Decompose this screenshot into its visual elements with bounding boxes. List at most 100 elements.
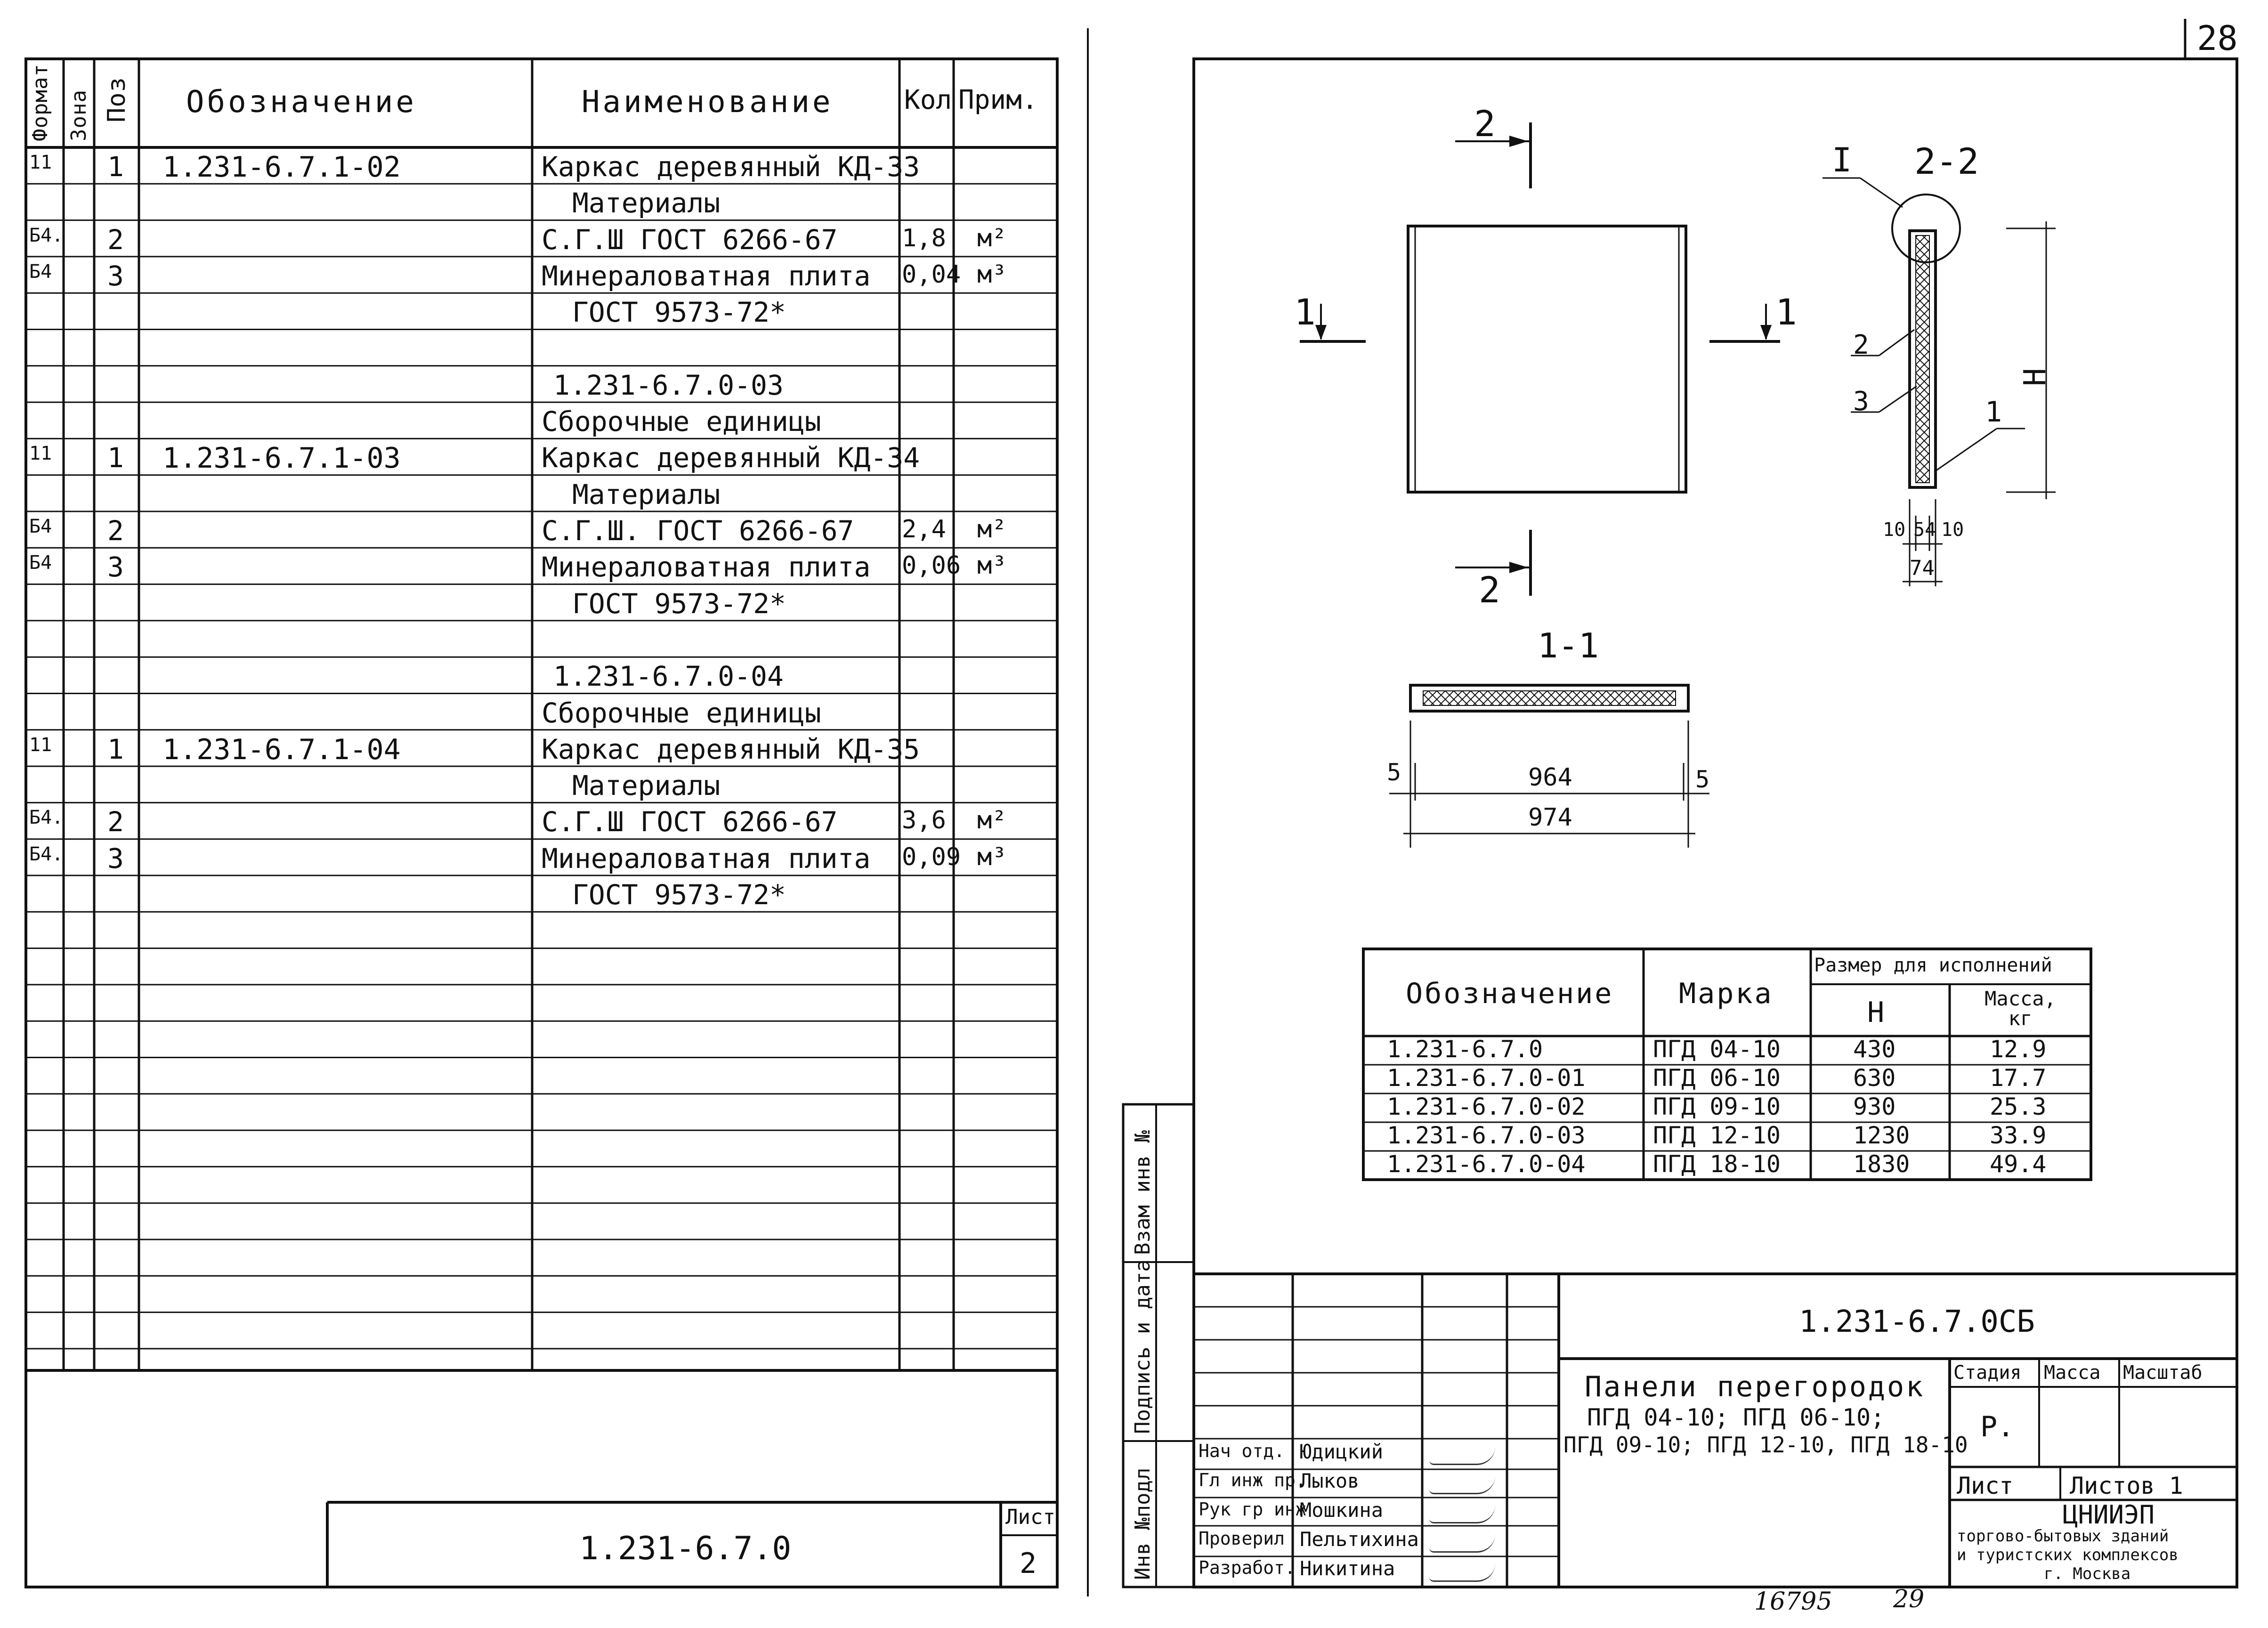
spec-cell-designation: 1.231-6.7.1-03 — [162, 442, 401, 475]
people-role: Гл инж пр. — [1199, 1470, 1306, 1490]
dim-5-right: 5 — [1695, 766, 1710, 793]
spec-cell-format: Б4 — [29, 260, 52, 283]
org-line-3: и туристских комплексов — [1957, 1546, 2179, 1564]
stage-label: Стадия — [1953, 1362, 2022, 1384]
spec-cell-name: 1.231-6.7.0-03 — [553, 369, 784, 401]
section-2-2-title: 2-2 — [1914, 140, 1979, 182]
spec-cell-pos: 2 — [107, 806, 124, 838]
variant-cell-designation: 1.231-6.7.0 — [1387, 1036, 1543, 1063]
side-label-podpis: Подпись и дата — [1131, 1259, 1155, 1434]
spec-cell-note: м² — [977, 224, 1007, 252]
dim-H: H — [2018, 368, 2053, 386]
spec-cell-pos: 1 — [107, 442, 124, 474]
spec-cell-pos: 2 — [107, 223, 124, 256]
col-header-name: Наименование — [582, 85, 834, 120]
spec-sheet-number: 2 — [1020, 1547, 1037, 1580]
spec-cell-name: Сборочные единицы — [542, 405, 821, 438]
page-number: 28 — [2197, 18, 2238, 58]
dim-54: 54 — [1913, 519, 1936, 541]
spec-cell-pos: 3 — [107, 259, 124, 292]
spec-cell-note: м³ — [977, 551, 1007, 580]
dim-10-right: 10 — [1941, 519, 1964, 541]
col-header-pos: Поз — [103, 77, 131, 122]
variant-cell-mass: 49.4 — [1990, 1150, 2047, 1178]
variant-cell-h: 1830 — [1853, 1150, 1910, 1178]
variant-cell-mark: ПГД 06-10 — [1653, 1064, 1781, 1092]
spec-cell-qty: 3,6 — [902, 806, 946, 835]
spec-cell-pos: 3 — [107, 842, 124, 875]
people-name: Лыков — [1300, 1469, 1360, 1492]
signature-scribble — [1429, 1534, 1495, 1553]
title-line-2: ПГД 04-10; ПГД 06-10; — [1587, 1404, 1885, 1431]
col-header-note: Прим. — [958, 85, 1038, 115]
col-header-qty: Кол — [904, 85, 952, 115]
variant-cell-mark: ПГД 12-10 — [1653, 1122, 1781, 1149]
spec-cell-pos: 1 — [107, 733, 124, 765]
tb-sheet-label: Лист — [1957, 1472, 2014, 1499]
signature-scribble — [1429, 1447, 1495, 1465]
people-name: Мошкина — [1300, 1498, 1384, 1522]
spec-cell-format: 11 — [29, 152, 52, 173]
spec-cell-name: Материалы — [572, 478, 721, 510]
spec-cell-name: Минераловатная плита — [542, 551, 871, 583]
spec-cell-name: С.Г.Ш. ГОСТ 6266-67 — [542, 515, 854, 547]
variant-cell-h: 1230 — [1853, 1122, 1910, 1149]
spec-cell-format: Б4 — [29, 552, 52, 574]
spec-cell-name: ГОСТ 9573-72* — [572, 296, 786, 329]
variant-cell-mark: ПГД 04-10 — [1653, 1036, 1781, 1063]
people-role: Разработ. — [1199, 1557, 1296, 1578]
spec-cell-name: Каркас деревянный КД-34 — [542, 442, 920, 474]
variant-cell-designation: 1.231-6.7.0-03 — [1387, 1122, 1586, 1149]
spec-cell-name: С.Г.Ш ГОСТ 6266-67 — [542, 806, 838, 838]
spec-cell-name: Материалы — [572, 769, 721, 802]
mass-label: Масса — [2044, 1362, 2101, 1384]
variant-cell-mass: 17.7 — [1990, 1064, 2047, 1092]
spec-cell-note: м² — [977, 806, 1007, 835]
org-line-4: г. Москва — [2044, 1564, 2131, 1583]
node-I-label: I — [1832, 141, 1852, 179]
spec-cell-name: Сборочные единицы — [542, 697, 821, 729]
variants-header-designation: Обозначение — [1406, 977, 1614, 1010]
bottom-note-right: 29 — [1893, 1585, 1925, 1613]
bottom-note-left: 16795 — [1754, 1588, 1832, 1616]
spec-cell-qty: 2,4 — [902, 515, 946, 543]
title-line-3: ПГД 09-10; ПГД 12-10, ПГД 18-10 — [1563, 1432, 1968, 1458]
spec-cell-qty: 0,06 — [902, 551, 961, 580]
people-role: Рук гр инж — [1199, 1499, 1306, 1520]
leader-label-2: 2 — [1853, 330, 1869, 360]
spec-cell-format: 11 — [29, 443, 52, 465]
variant-cell-h: 930 — [1853, 1093, 1896, 1120]
people-name: Пельтихина — [1300, 1528, 1419, 1551]
cut-mark-2-top: 2 — [1474, 103, 1496, 145]
side-label-inv-podl: Инв №подл — [1131, 1467, 1155, 1580]
leader-label-3: 3 — [1853, 386, 1869, 417]
spec-cell-note: м² — [977, 515, 1007, 543]
side-label-vzam: Взам инв № — [1131, 1130, 1155, 1255]
variant-cell-mass: 12.9 — [1990, 1036, 2047, 1063]
variants-header-mass: Масса, кг — [1984, 987, 2056, 1030]
tb-sheets-label: Листов 1 — [2070, 1472, 2183, 1499]
title-block-code: 1.231-6.7.0СБ — [1799, 1304, 2035, 1339]
leader-label-1: 1 — [1985, 396, 2002, 429]
dim-10-left: 10 — [1883, 519, 1906, 541]
spec-cell-format: Б4. — [29, 843, 64, 865]
spec-cell-name: Каркас деревянный КД-35 — [542, 733, 920, 765]
spec-footer-code: 1.231-6.7.0 — [579, 1530, 792, 1567]
variants-header-mark: Марка — [1679, 977, 1774, 1010]
cut-mark-1-left: 1 — [1294, 291, 1316, 333]
org-line-2: торгово-бытовых зданий — [1957, 1527, 2169, 1546]
spec-cell-name: 1.231-6.7.0-04 — [553, 660, 784, 693]
cut-mark-1-right: 1 — [1775, 291, 1797, 333]
variant-cell-mark: ПГД 18-10 — [1653, 1150, 1781, 1178]
spec-cell-qty: 1,8 — [902, 224, 946, 252]
spec-cell-pos: 3 — [107, 551, 124, 583]
col-header-designation: Обозначение — [186, 85, 417, 120]
scale-label: Масштаб — [2123, 1362, 2203, 1384]
variant-cell-h: 430 — [1853, 1036, 1896, 1063]
dim-974: 974 — [1528, 803, 1572, 832]
spec-cell-qty: 0,09 — [902, 842, 961, 871]
people-role: Нач отд. — [1199, 1441, 1285, 1461]
variant-cell-mass: 25.3 — [1990, 1093, 2047, 1120]
spec-cell-name: Минераловатная плита — [542, 842, 871, 875]
